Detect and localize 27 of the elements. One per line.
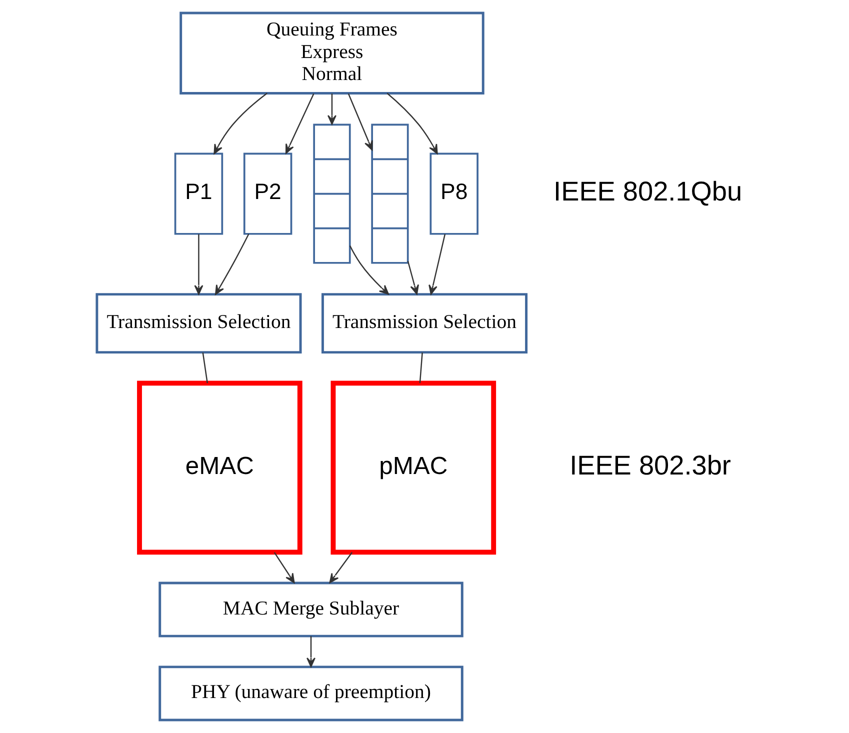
arrow bbox=[215, 234, 250, 295]
node-box: MAC Merge Sublayer bbox=[158, 582, 464, 638]
node-box: Transmission Selection bbox=[96, 293, 302, 354]
arrow bbox=[194, 234, 204, 295]
arrow bbox=[306, 636, 316, 668]
arrow bbox=[407, 260, 419, 295]
arrow bbox=[428, 234, 446, 295]
label: IEEE 802.1Qbu bbox=[554, 176, 742, 207]
arrow bbox=[274, 552, 295, 584]
node-box: P8 bbox=[430, 152, 478, 235]
connector bbox=[202, 352, 208, 384]
node-box: eMAC bbox=[137, 380, 302, 555]
node-box: P2 bbox=[243, 152, 292, 235]
arrow bbox=[214, 92, 268, 154]
arrow bbox=[329, 552, 353, 584]
node-box: P1 bbox=[174, 152, 224, 235]
node-box: Transmission Selection bbox=[321, 293, 528, 354]
arrow bbox=[386, 92, 438, 154]
arrow bbox=[285, 93, 314, 154]
arrow bbox=[349, 245, 389, 295]
node-box: PHY (unaware of preemption) bbox=[158, 666, 464, 722]
arrow bbox=[348, 93, 373, 150]
connector bbox=[419, 352, 423, 384]
label: IEEE 802.3br bbox=[570, 450, 731, 481]
node-box: pMAC bbox=[330, 380, 496, 555]
node-box: Queuing Frames Express Normal bbox=[180, 12, 484, 94]
arrow bbox=[327, 94, 336, 125]
